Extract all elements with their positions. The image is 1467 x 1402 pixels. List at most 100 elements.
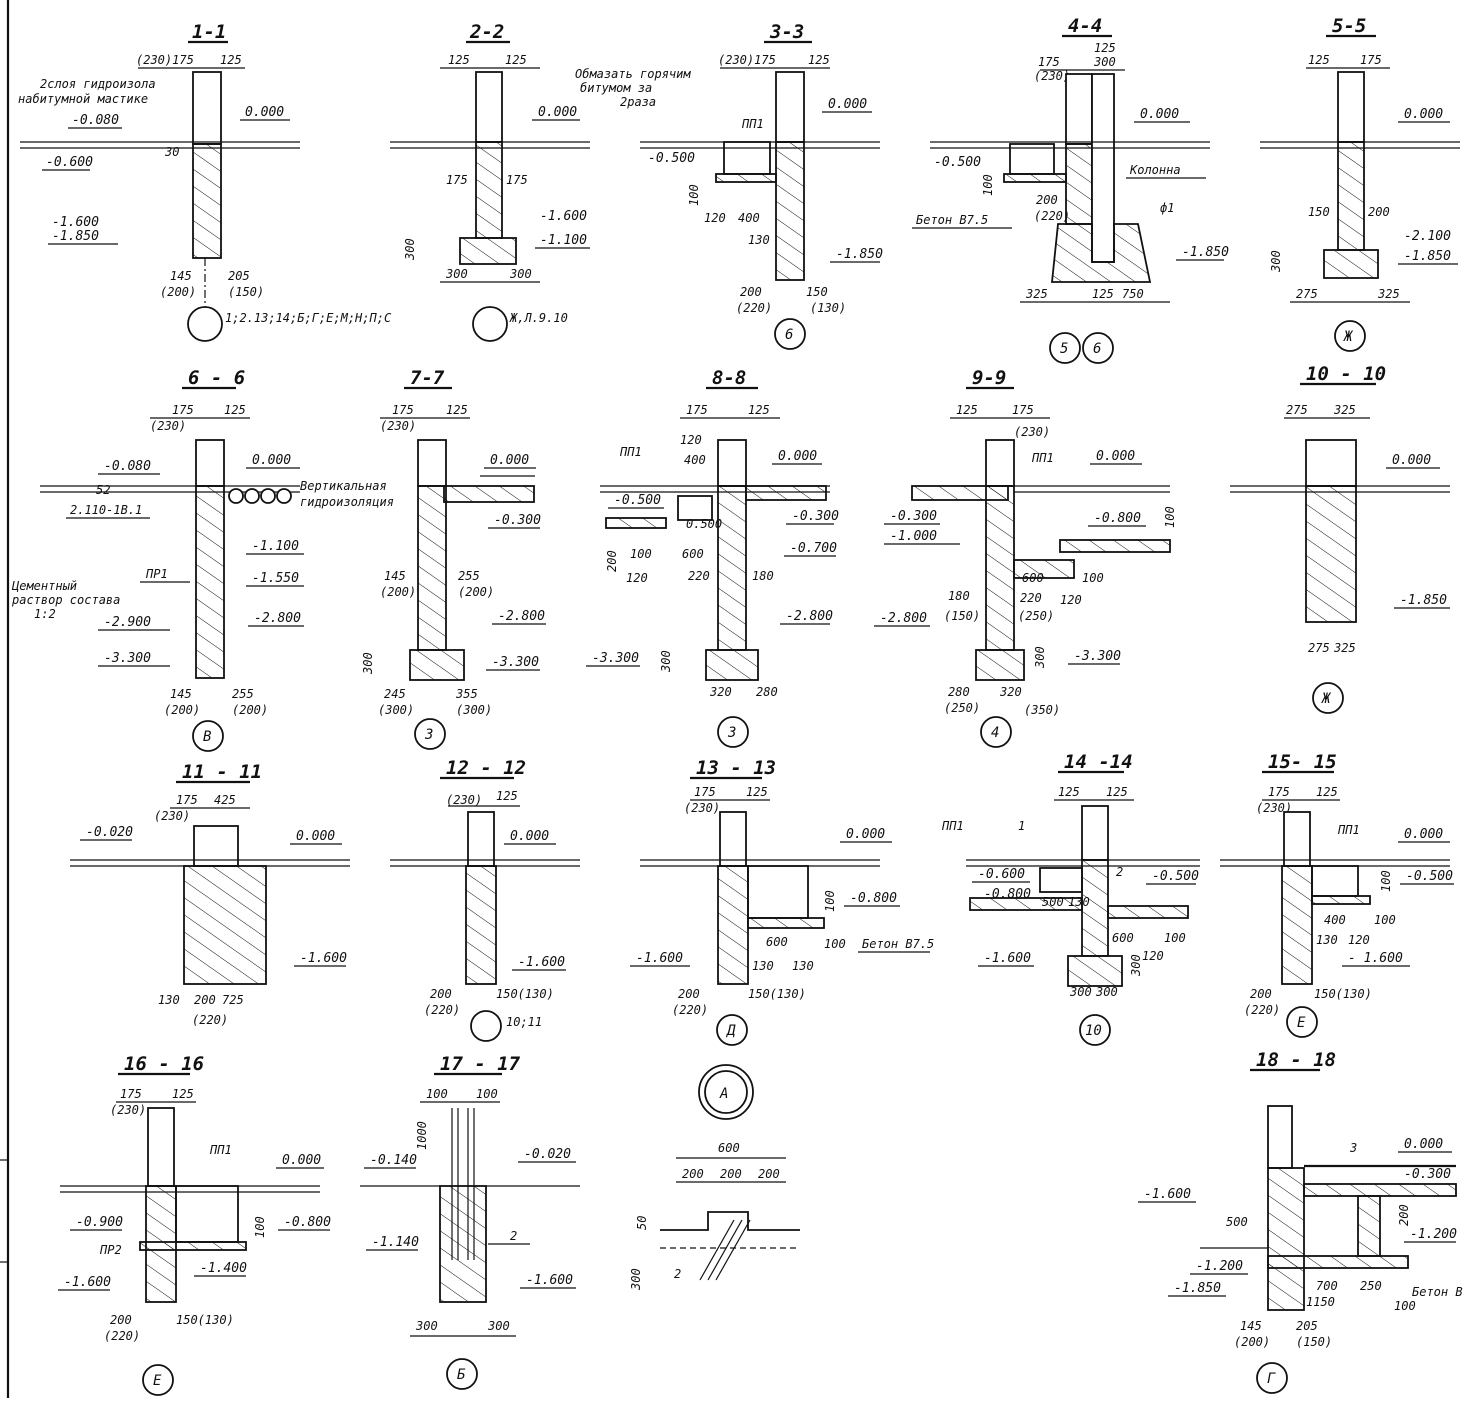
note: 130 [792, 959, 814, 973]
note: 175 [506, 173, 528, 187]
note: 400 [1324, 913, 1346, 927]
axis-label: Е [153, 1373, 162, 1389]
note: 100 [253, 1216, 267, 1238]
note: ПР1 [145, 567, 168, 581]
dim-top: 125 [1316, 785, 1338, 799]
level-mark: -1.200 [1410, 1227, 1457, 1242]
level-mark: -3.300 [104, 651, 151, 666]
level-mark: -1.850 [1182, 245, 1229, 260]
dim-bottom: (220) [672, 1003, 708, 1017]
note: 300 [1033, 646, 1047, 669]
level-mark: -2.800 [880, 611, 927, 626]
dim-top: 125 [505, 53, 527, 67]
note: 100 [1374, 913, 1396, 927]
note: ПП1 [1031, 451, 1054, 465]
note: 145 [384, 569, 406, 583]
level-mark: 0.000 [282, 1153, 321, 1168]
note: битумом за [580, 81, 652, 95]
dim-top: (230) [380, 419, 416, 433]
section-title: 6 - 6 [188, 367, 245, 389]
dim-top: 125 [808, 53, 830, 67]
section-title: 13 - 13 [696, 757, 776, 779]
dim-top: 175 [392, 403, 414, 417]
level-mark: -1.850 [836, 247, 883, 262]
sheet-frame [0, 0, 10, 1398]
dim-top: 125 [446, 403, 468, 417]
level-mark: -1.850 [1174, 1281, 1221, 1296]
dim-top: 175 [176, 793, 198, 807]
dim-bottom: (300) [456, 703, 492, 717]
section-4-4: 4-4 175 (230) 125 300 0.000 -0.500 Колон… [912, 15, 1229, 364]
note: 700 [1316, 1279, 1338, 1293]
axis-label: Ж [1321, 691, 1332, 707]
axis-bubble [1286, 1006, 1318, 1038]
level-mark: -0.300 [890, 509, 937, 524]
level-mark: -0.800 [1094, 511, 1141, 526]
dim-top: 125 [746, 785, 768, 799]
dim-top: 125 [496, 789, 518, 803]
dim-bottom: 300 [415, 1319, 438, 1333]
dim-bottom: (220) [736, 301, 772, 315]
note: Цементный [11, 579, 77, 593]
axis-label: Г [1267, 1371, 1276, 1387]
level-mark: 0.000 [778, 449, 817, 464]
note: 200 [1036, 193, 1058, 207]
dim-top: (230) [1034, 69, 1070, 83]
note: 200 [1368, 205, 1390, 219]
section-title: 11 - 11 [182, 761, 262, 783]
dim-bottom: (200) [160, 285, 196, 299]
note: ПП1 [941, 819, 964, 833]
note: (200) [380, 585, 416, 599]
level-mark: -1.850 [1400, 593, 1447, 608]
dim-top: 175 [1268, 785, 1290, 799]
dim-top: (230) [446, 793, 482, 807]
axis-label: 3 [727, 725, 736, 741]
section-title: 4-4 [1068, 15, 1102, 37]
note: ПР2 [99, 1243, 122, 1257]
dim-top: 600 [718, 1141, 740, 1155]
section-18-18: 18 - 18 3 0.000 -0.300 -1.600 500 200 -1… [1138, 1049, 1463, 1394]
level-mark: -1.600 [300, 951, 347, 966]
note: 500 [1226, 1215, 1248, 1229]
level-mark: -0.020 [524, 1147, 571, 1162]
note: 100 [823, 890, 837, 912]
dim-top: 100 [476, 1087, 498, 1101]
dim-bottom: 725 [222, 993, 244, 1007]
section-title: 18 - 18 [1256, 1049, 1336, 1071]
dim-top: 175 [172, 403, 194, 417]
level-mark: -2.800 [254, 611, 301, 626]
dim-top: 300 [1093, 55, 1116, 69]
note: 100 [1394, 1299, 1416, 1313]
level-mark: -1.600 [540, 209, 587, 224]
dim-bottom: 300 [509, 267, 532, 281]
dim-bottom: 325 [1025, 287, 1048, 301]
axis-label: Б [457, 1367, 466, 1383]
note: 180 [752, 569, 774, 583]
section-3-3: 3-3 (230)175 125 Обмазать горячим битумо… [575, 21, 883, 350]
axis-label: Ж [1343, 329, 1354, 345]
level-mark: 0.000 [252, 453, 291, 468]
note: раствор состава [11, 593, 120, 607]
section-title: 15- 15 [1268, 751, 1337, 773]
level-mark: -1.600 [64, 1275, 111, 1290]
note: 3 [1349, 1141, 1357, 1155]
note: 2 [674, 1267, 681, 1281]
note: Колонна [1129, 163, 1181, 177]
level-mark: 0.000 [1404, 107, 1443, 122]
note: Вертикальная [300, 479, 387, 493]
level-mark: -0.500 [1406, 869, 1453, 884]
note: 300 [1269, 250, 1283, 273]
dim-bottom: 200 [678, 987, 700, 1001]
dim-top: 125 [1106, 785, 1128, 799]
level-mark: 0.000 [490, 453, 529, 468]
dim-top: 200 [682, 1167, 704, 1181]
level-mark: -1.850 [1404, 249, 1451, 264]
dim-top: 125 [1308, 53, 1330, 67]
axis-bubble [1079, 1014, 1111, 1046]
level-mark: 0.000 [846, 827, 885, 842]
section-title: 9-9 [972, 367, 1006, 389]
level-mark: 0.000 [296, 829, 335, 844]
dim-bottom: 280 [948, 685, 970, 699]
dim-bottom: (250) [944, 701, 980, 715]
